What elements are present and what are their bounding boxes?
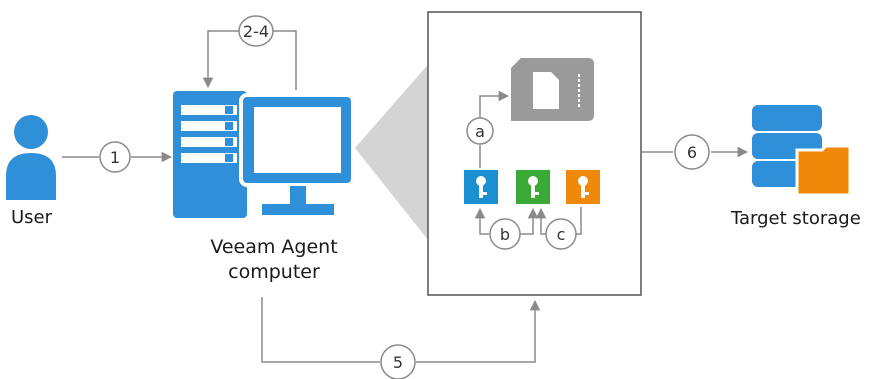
user-label: User bbox=[11, 207, 53, 228]
computer-label-line2: computer bbox=[228, 261, 320, 283]
step-2-4: 2-4 bbox=[238, 15, 274, 47]
step-a: a bbox=[466, 117, 494, 145]
storage-folder-icon bbox=[752, 105, 852, 197]
key-green-icon bbox=[516, 170, 550, 204]
step-c-label: c bbox=[557, 225, 566, 244]
step-5-label: 5 bbox=[393, 353, 403, 372]
user-icon bbox=[6, 115, 56, 200]
step-b: b bbox=[489, 218, 521, 250]
step-a-label: a bbox=[475, 122, 485, 141]
server-computer-icon bbox=[173, 91, 355, 218]
step-6-label: 6 bbox=[687, 143, 697, 162]
key-blue-icon bbox=[464, 170, 498, 204]
step-b-label: b bbox=[500, 225, 510, 244]
key-orange-icon bbox=[566, 170, 600, 204]
step-5: 5 bbox=[380, 344, 416, 379]
memory-card-icon bbox=[511, 58, 594, 121]
target-storage-label: Target storage bbox=[731, 208, 861, 229]
step-c: c bbox=[545, 218, 577, 250]
step-2-4-label: 2-4 bbox=[243, 22, 269, 41]
computer-label: Veeam Agent computer bbox=[210, 235, 337, 285]
computer-label-line1: Veeam Agent bbox=[210, 236, 338, 258]
detail-panel bbox=[427, 11, 642, 296]
step-1-label: 1 bbox=[110, 148, 120, 167]
step-6: 6 bbox=[674, 134, 710, 170]
step-1: 1 bbox=[99, 141, 131, 173]
zoom-funnel bbox=[355, 60, 432, 245]
flow-lines bbox=[62, 30, 749, 363]
